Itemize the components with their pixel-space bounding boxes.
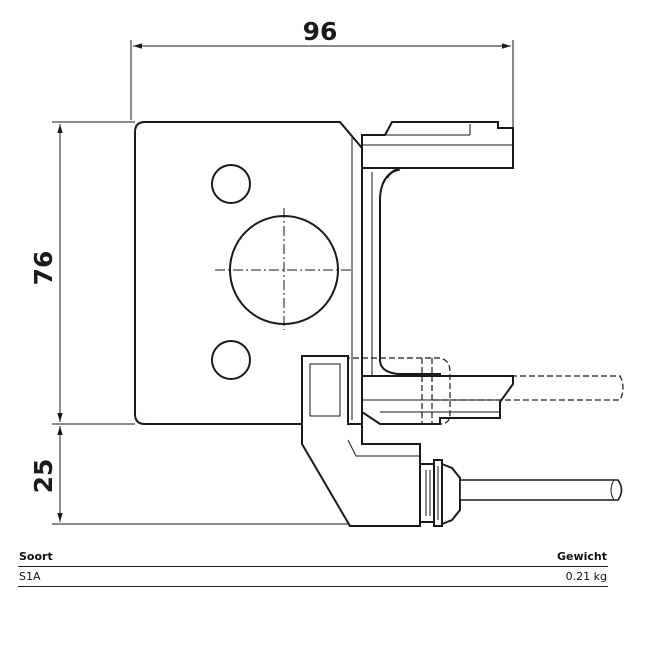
clamp-jaw [361, 121, 514, 425]
cable [459, 479, 623, 501]
header-gewicht: Gewicht [258, 548, 608, 567]
upper-hole [211, 164, 251, 204]
height-bottom-dimension [52, 426, 350, 525]
width-label: 96 [303, 17, 338, 46]
height-top-label: 76 [29, 251, 58, 286]
cell-gewicht: 0.21 kg [258, 566, 608, 587]
lower-hole [211, 340, 251, 380]
technical-drawing: 96 76 25 [29, 17, 624, 527]
height-bottom-label: 25 [29, 459, 58, 494]
width-dimension [130, 40, 514, 130]
table-row: S1A 0.21 kg [18, 566, 608, 587]
center-lines [215, 208, 352, 330]
cell-soort: S1A [18, 566, 259, 587]
cable-gland [419, 459, 461, 527]
header-soort: Soort [18, 548, 259, 567]
bracket-plate [134, 121, 363, 425]
spec-table-header: Soort Gewicht [18, 548, 608, 567]
height-top-dimension [52, 121, 135, 425]
hook-bracket [301, 355, 421, 527]
spec-table: Soort Gewicht S1A 0.21 kg [18, 548, 608, 587]
